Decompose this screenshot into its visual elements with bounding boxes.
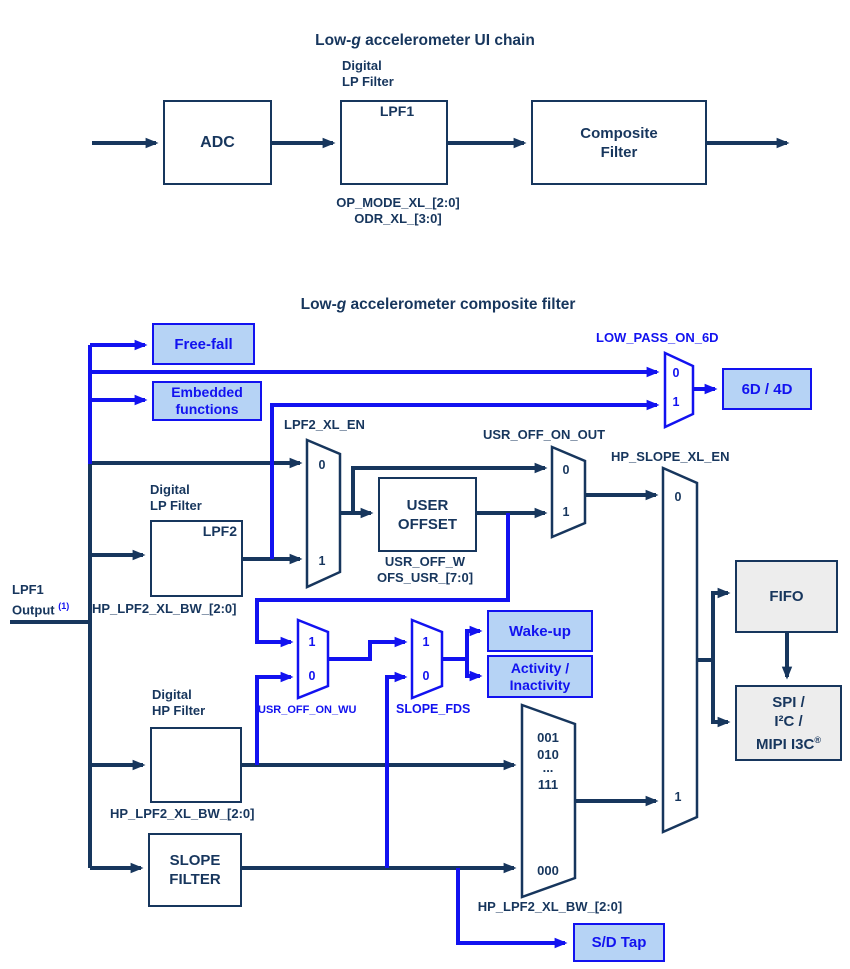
- wumux-port-0: 0: [308, 669, 316, 683]
- usr-off-w-label: USR_OFF_W: [384, 554, 466, 569]
- slope-fds-mux: [410, 618, 444, 700]
- hp-slope-xl-en-mux: [661, 466, 699, 834]
- low-pass-on-6d-mux: [663, 351, 695, 429]
- user-offset-box: USER OFFSET: [378, 477, 477, 552]
- slope-fds-label: SLOPE_FDS: [396, 702, 471, 716]
- low-pass-on-6d-label: LOW_PASS_ON_6D: [596, 330, 719, 345]
- lpf2-label: LPF2: [202, 523, 237, 539]
- line-wumux-to-fdsmux-1: [328, 636, 408, 661]
- registered-mark: ®: [814, 734, 821, 745]
- hp-lpf2-bw-label-lp: HP_LPF2_XL_BW_[2:0]: [92, 601, 237, 616]
- spi-box: SPI / I²C / MIPI I3C®: [735, 685, 842, 761]
- wumux-port-1: 1: [308, 635, 316, 649]
- top-lp-filter-caption: Digital LP Filter: [342, 58, 394, 89]
- line-to-spi: [711, 660, 731, 728]
- free-fall-box: Free-fall: [152, 323, 255, 365]
- odr-label: ODR_XL_[3:0]: [354, 211, 442, 226]
- outmux-port-1: 1: [562, 505, 570, 519]
- lpf1-output-label: LPF1 Output (1): [12, 582, 70, 618]
- hpslopemux-port-1: 1: [674, 790, 682, 804]
- composite-filter-title: Low-g accelerometer composite filter: [300, 296, 576, 313]
- lpf2mux-port-0: 0: [318, 458, 326, 472]
- lp-filter-caption: Digital LP Filter: [150, 482, 202, 513]
- line-bypass-to-outmux-0: [351, 462, 548, 513]
- lpf2-filter-box: [150, 520, 243, 597]
- hp-lpf2-bw-label-mux: HP_LPF2_XL_BW_[2:0]: [477, 899, 623, 914]
- line-to-activity: [465, 659, 483, 682]
- mux-shapes: [296, 351, 699, 899]
- outmux-port-0: 0: [562, 463, 570, 477]
- bigmux-port-000: 000: [537, 863, 559, 878]
- wake-up-box: Wake-up: [487, 610, 593, 652]
- usr-off-on-wu-mux: [296, 618, 330, 700]
- top-chain-title: Low-g accelerometer UI chain: [315, 32, 535, 49]
- lpf2-xl-en-label: LPF2_XL_EN: [284, 417, 365, 432]
- line-to-wakeup: [465, 625, 483, 659]
- slope-filter-box: SLOPE FILTER: [148, 833, 242, 907]
- hp-filter-box: [150, 727, 242, 803]
- hp-lpf2-bw-label-hp: HP_LPF2_XL_BW_[2:0]: [110, 806, 255, 821]
- embedded-functions-box: Embedded functions: [152, 381, 262, 421]
- lpf1-filter-box: [340, 100, 448, 185]
- lpf1-label: LPF1: [379, 103, 415, 119]
- lpf2-xl-en-mux: [305, 438, 342, 589]
- fifo-box: FIFO: [735, 560, 838, 633]
- hpslopemux-port-0: 0: [674, 490, 682, 504]
- composite-blue-lines: [88, 339, 718, 949]
- usr-off-on-out-label: USR_OFF_ON_OUT: [483, 427, 606, 442]
- line-slope-tap-to-fdsmux-0: [385, 671, 408, 868]
- line-useroffset-feedback-to-wumux-1: [255, 513, 510, 648]
- sixdmux-port-0: 0: [672, 366, 680, 380]
- lpf2mux-port-1: 1: [318, 554, 326, 568]
- usr-off-on-wu-label: USR_OFF_ON_WU: [258, 704, 357, 716]
- hp-slope-xl-en-label: HP_SLOPE_XL_EN: [611, 449, 730, 464]
- activity-box: Activity / Inactivity: [487, 655, 593, 698]
- line-hp-tap-to-wumux-0: [255, 671, 294, 765]
- line-to-sdtap: [456, 868, 568, 949]
- sd-tap-box: S/D Tap: [573, 923, 665, 962]
- hp-filter-caption: Digital HP Filter: [152, 687, 206, 718]
- fdsmux-port-0: 0: [422, 669, 430, 683]
- op-mode-label: OP_MODE_XL_[2:0]: [336, 195, 460, 210]
- line-lpf2-tap-to-6dmux-1: [270, 399, 660, 559]
- composite-dark-lines: [10, 457, 793, 874]
- bigmux-port-111: 111: [537, 777, 559, 792]
- fdsmux-port-1: 1: [422, 635, 430, 649]
- bigmux-port-dots: ...: [542, 760, 554, 775]
- footnote-1: (1): [58, 601, 70, 611]
- ofs-usr-label: OFS_USR_[7:0]: [376, 570, 474, 585]
- bigmux-port-001: 001: [537, 730, 559, 745]
- sixdmux-port-1: 1: [672, 395, 680, 409]
- six-d-box: 6D / 4D: [722, 368, 812, 410]
- adc-box: ADC: [163, 100, 272, 185]
- line-to-fifo: [711, 587, 731, 660]
- usr-off-on-out-mux: [550, 445, 587, 539]
- bigmux-port-010: 010: [537, 747, 559, 762]
- composite-filter-box: Composite Filter: [531, 100, 707, 185]
- bandwidth-select-mux: [520, 703, 577, 899]
